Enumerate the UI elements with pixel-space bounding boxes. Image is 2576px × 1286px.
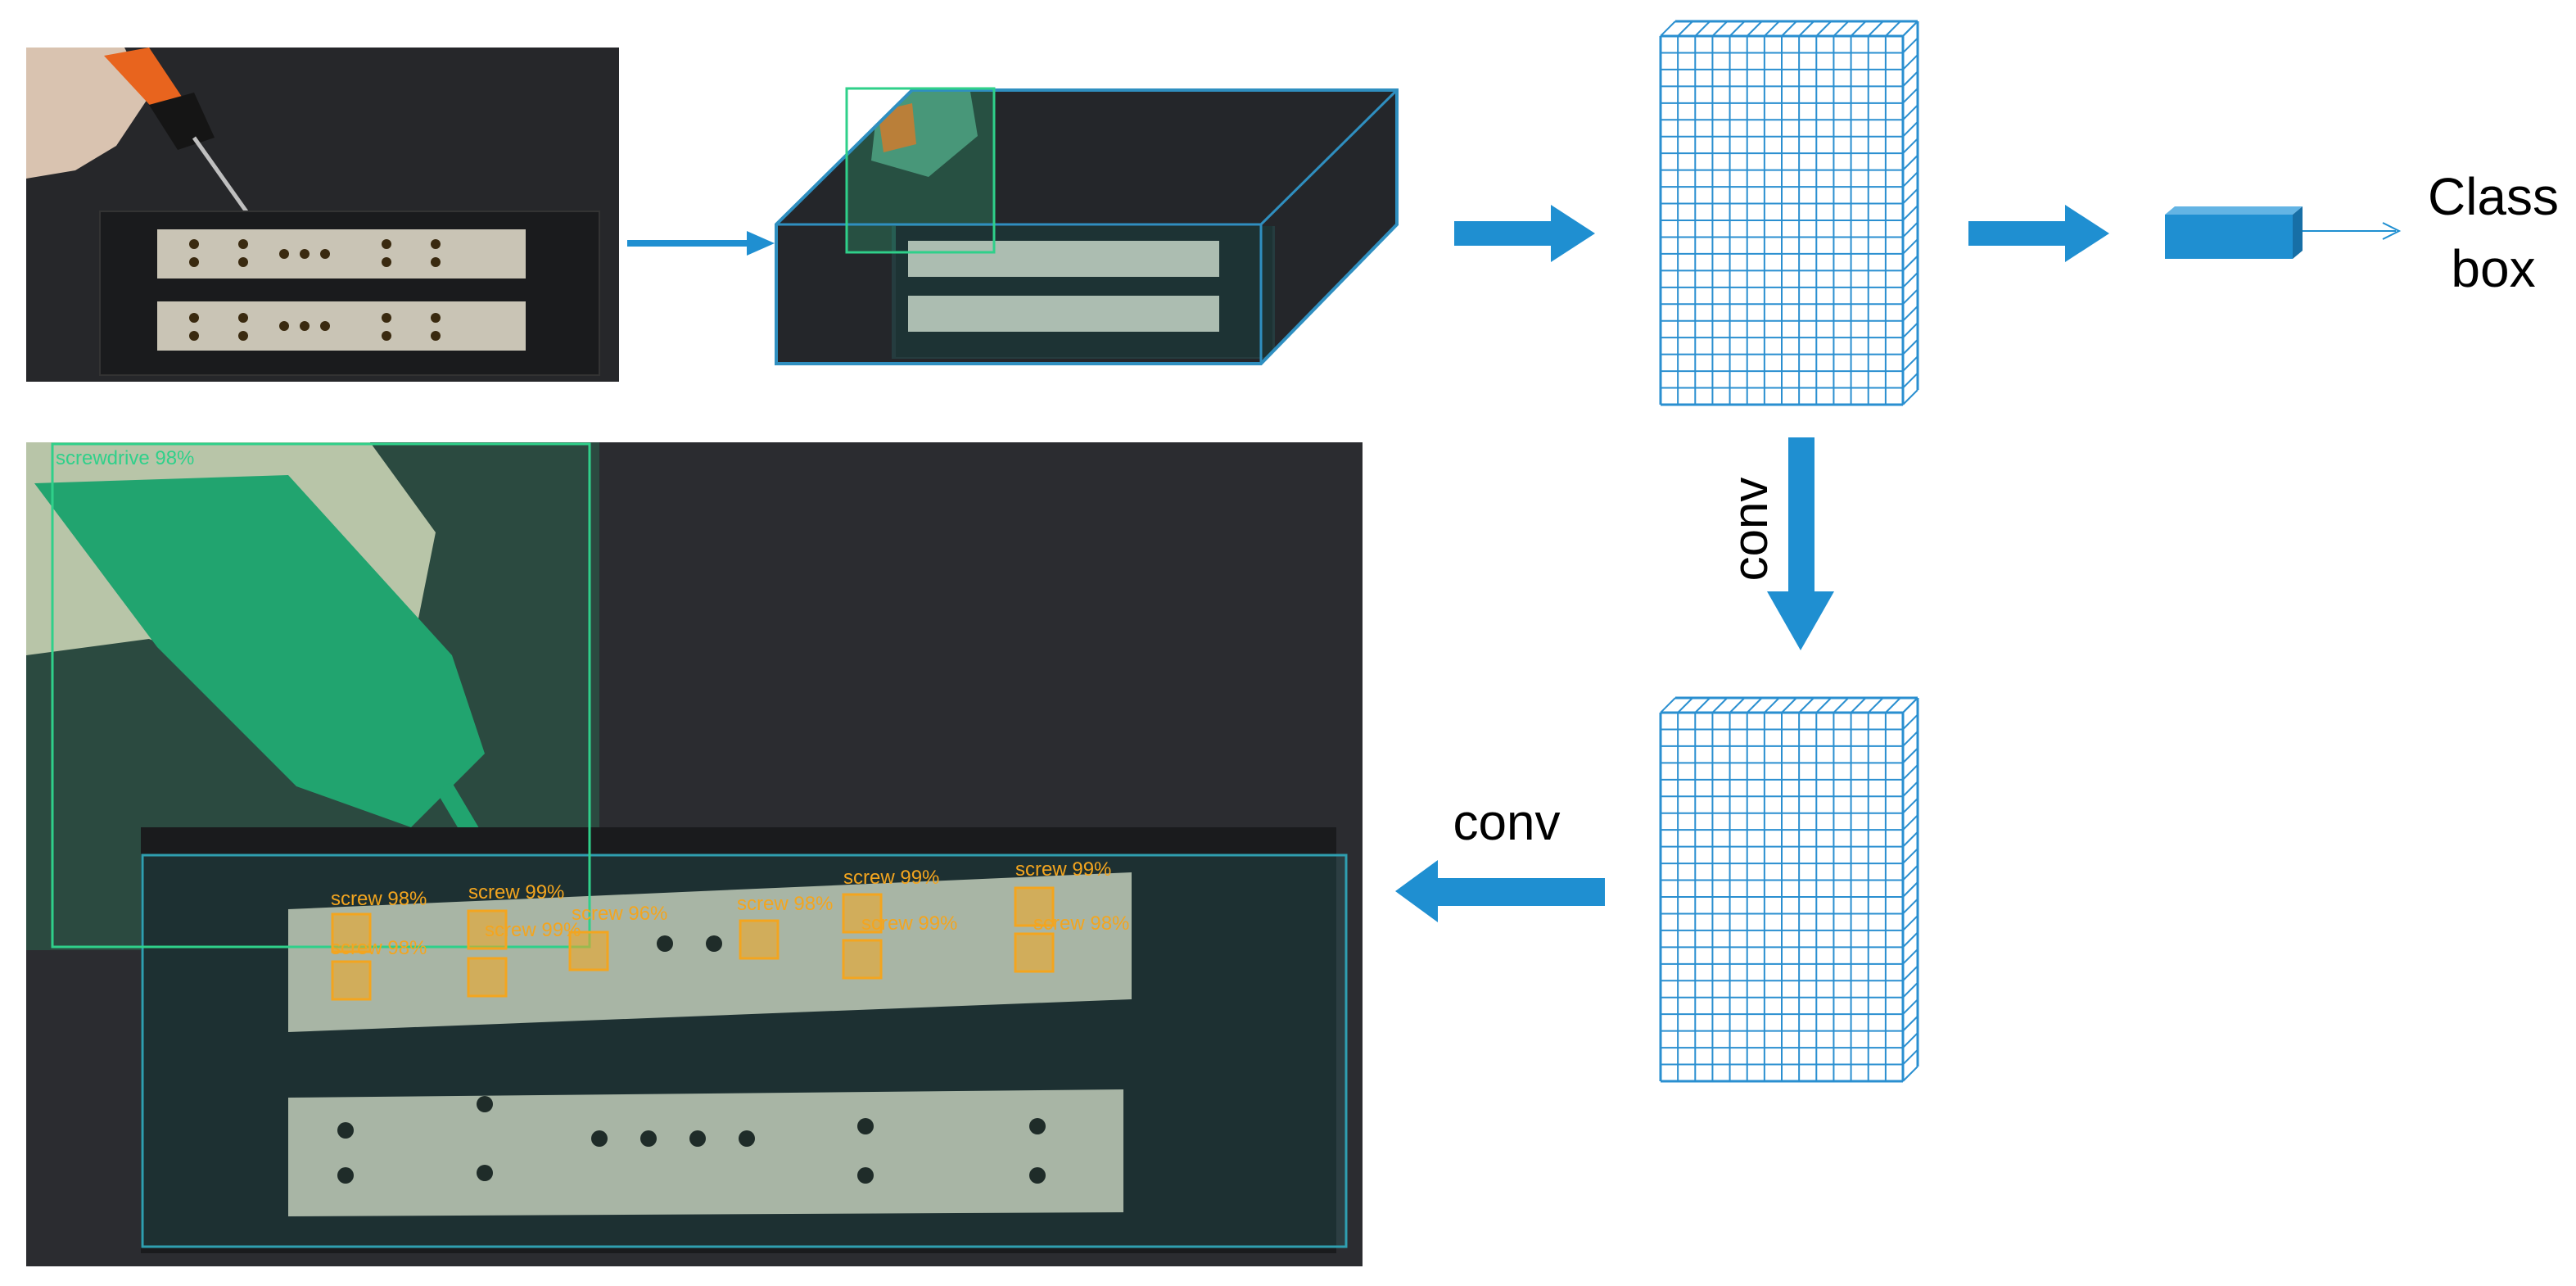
- detection-label: screw 99%: [468, 881, 565, 903]
- detection-label: screw 96%: [572, 903, 668, 925]
- arrow-right-2: [1968, 205, 2109, 262]
- output-class-label: Class: [2427, 167, 2560, 226]
- input-photo: [26, 48, 619, 382]
- detection-label: screw 99%: [485, 919, 581, 941]
- conv-label-vertical: conv: [1723, 477, 1778, 582]
- conv-label-horizontal: conv: [1453, 795, 1561, 851]
- arrow-right-1: [1454, 205, 1595, 262]
- detection-result-photo: screwdrive 98% screw 98% screw 99% screw…: [26, 442, 1363, 1266]
- detection-label: screw 98%: [331, 937, 427, 959]
- output-box-label: box: [2451, 239, 2536, 298]
- detection-label: screw 98%: [737, 893, 834, 915]
- feature-map-2: [1657, 695, 1919, 1088]
- arrow-down: [1767, 437, 1834, 650]
- detection-label: screwdrive 98%: [56, 447, 195, 469]
- detection-label: screw 98%: [331, 888, 427, 910]
- feature-map-1: [1657, 18, 1919, 411]
- output-head-box: [2165, 206, 2402, 259]
- arrow-right-thin: [627, 231, 775, 256]
- detection-label: screw 99%: [1015, 858, 1112, 881]
- arrow-left: [1395, 860, 1605, 922]
- detection-label: screw 98%: [1033, 912, 1130, 935]
- detection-label: screw 99%: [843, 867, 940, 889]
- roi-prism: [773, 87, 1400, 365]
- detection-label: screw 99%: [861, 912, 958, 935]
